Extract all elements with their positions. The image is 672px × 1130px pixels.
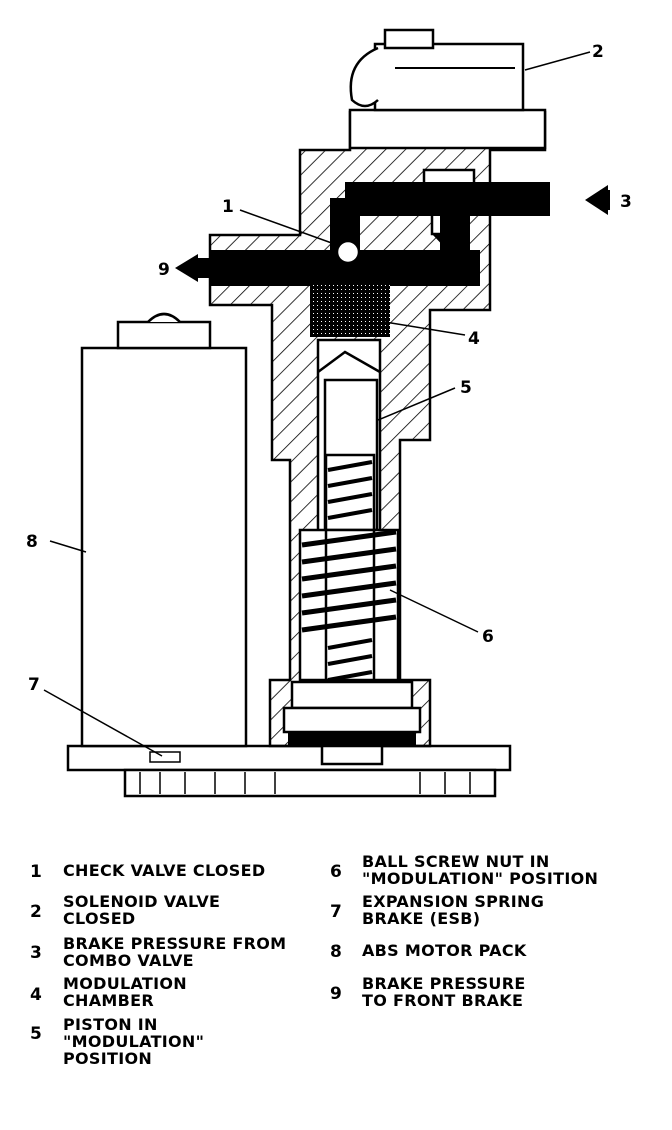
outlet-arrow bbox=[175, 254, 198, 282]
callout-1: 1 bbox=[222, 197, 234, 217]
fluid-passages bbox=[210, 182, 550, 337]
callout-9: 9 bbox=[158, 260, 170, 280]
callout-3: 3 bbox=[620, 192, 632, 212]
legend-num-2: 2 bbox=[30, 902, 42, 922]
leader-lines bbox=[43, 51, 591, 757]
legend-text-4: MODULATION CHAMBER bbox=[63, 974, 187, 1010]
callout-4: 4 bbox=[468, 329, 480, 349]
abs-modulator-diagram: 1 2 3 4 5 6 7 8 9 bbox=[26, 28, 632, 798]
callout-7: 7 bbox=[28, 675, 40, 695]
legend-num-7: 7 bbox=[330, 902, 342, 922]
legend-text-7: EXPANSION SPRING BRAKE (ESB) bbox=[362, 892, 545, 928]
check-valve-ball bbox=[335, 239, 361, 265]
legend-text-8: ABS MOTOR PACK bbox=[362, 941, 527, 960]
legend-num-6: 6 bbox=[330, 862, 342, 882]
legend-text-9: BRAKE PRESSURE TO FRONT BRAKE bbox=[362, 974, 526, 1010]
legend-text-1: CHECK VALVE CLOSED bbox=[63, 861, 266, 880]
legend-text-2: SOLENOID VALVE CLOSED bbox=[63, 892, 221, 928]
legend-num-8: 8 bbox=[330, 942, 342, 962]
base-plate bbox=[66, 744, 512, 798]
callout-8: 8 bbox=[26, 532, 38, 552]
legend-text-5: PISTON IN "MODULATION" POSITION bbox=[63, 1015, 205, 1068]
callout-2: 2 bbox=[592, 42, 604, 62]
abs-motor-pack bbox=[80, 312, 248, 748]
legend-num-1: 1 bbox=[30, 862, 42, 882]
legend-num-9: 9 bbox=[330, 984, 342, 1004]
legend-num-3: 3 bbox=[30, 943, 42, 963]
legend-num-4: 4 bbox=[30, 985, 42, 1005]
ball-screw-nut bbox=[298, 453, 400, 702]
expansion-spring-brake bbox=[149, 680, 422, 766]
callout-5: 5 bbox=[460, 378, 472, 398]
legend-num-5: 5 bbox=[30, 1024, 42, 1044]
legend-text-6: BALL SCREW NUT IN "MODULATION" POSITION bbox=[362, 852, 599, 888]
callout-6: 6 bbox=[482, 627, 494, 647]
legend-text-3: BRAKE PRESSURE FROM COMBO VALVE bbox=[63, 934, 287, 970]
